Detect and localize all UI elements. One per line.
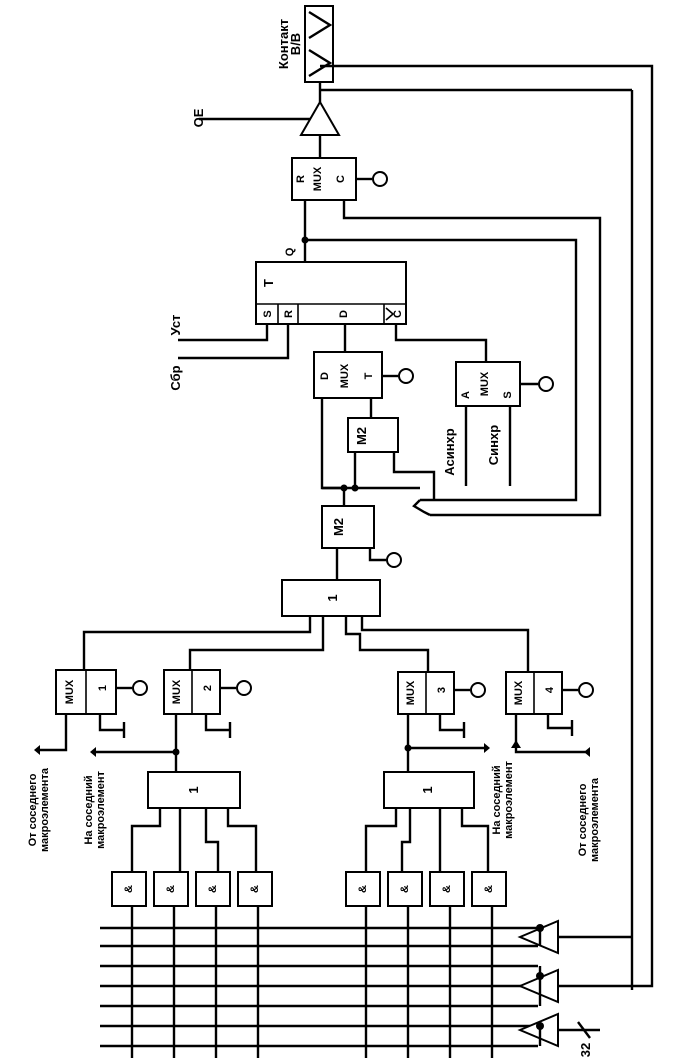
d-mux-name: MUX [339,363,351,388]
and-gate-4: & [249,885,261,893]
d-mux-t: T [363,372,375,379]
or-left-label: 1 [186,786,201,793]
to-neighbor-left-1: На соседний [83,775,95,844]
mux-1: MUX 1 [55,669,148,738]
to-neighbor-right-2: макроэлемент [503,760,515,838]
or-right-label: 1 [420,786,435,793]
mux-3-index: 3 [436,687,448,693]
io-label: В/В [288,33,303,55]
interconnect-matrix [100,926,538,1048]
xor-upper: M2 [347,417,399,453]
mux-2: MUX 2 [163,669,252,738]
ust-label: Уст [168,315,183,336]
mux-2-name: MUX [171,679,183,704]
asinhr-label: Асинхр [442,428,457,476]
mux-3-name: MUX [405,680,417,705]
output-mux-r: R [295,175,307,183]
or-main-label: 1 [325,594,340,601]
or-main: 1 [281,579,381,617]
from-neighbor-left-1: От соседнего [27,773,39,846]
mux-1-name: MUX [64,679,76,704]
to-neighbor-left-2: макроэлемент [95,770,107,848]
and-gate-8: & [483,885,495,893]
mux-1-index: 1 [97,685,109,691]
trigger-d: D [338,310,350,318]
xor-lower-label: M2 [331,518,346,536]
and-gate-row: & & & & & & & & [111,871,507,907]
and-gate-6: & [399,885,411,893]
input-buffer-3 [517,1012,600,1048]
and-gate-5: & [357,885,369,893]
mux-4: MUX 4 [505,671,594,736]
clock-mux-a: A [460,391,472,399]
clock-mux-s: S [502,391,514,398]
input-buffer-2 [320,64,654,1006]
d-mux-d: D [319,372,331,380]
or-right: 1 [383,771,475,809]
and-gate-7: & [441,885,453,893]
xor-lower: M2 [321,505,402,568]
sbr-label: Сбр [168,365,183,390]
clock-mux-name: MUX [479,371,491,396]
and-gate-3: & [207,885,219,893]
io-pad [304,5,334,83]
d-mux: D MUX T [313,351,414,399]
mux-2-index: 2 [202,685,214,691]
input-buffer-1 [517,919,632,955]
oe-label: OE [191,108,206,127]
from-neighbor-right-1: От соседнего [577,783,589,856]
xor-upper-label: M2 [354,427,369,445]
mux-4-index: 4 [544,686,556,693]
from-neighbor-left-2: макроэлемента [39,767,51,852]
trigger-t: T [261,279,276,287]
trigger-s: S [262,310,274,317]
trigger-block: T S R D C [255,261,407,325]
to-neighbor-right-1: На соседний [491,765,503,834]
clock-mux: A MUX S [455,361,554,486]
from-neighbor-right-2: макроэлемента [589,777,601,862]
mux-4-name: MUX [513,680,525,705]
output-buffer [199,82,341,158]
trigger-r: R [283,310,295,318]
or-left: 1 [147,771,241,809]
sinhr-label: Синхр [486,425,501,465]
bus-width-label: 32 [578,1043,593,1057]
mux-3: MUX 3 [397,671,486,738]
output-mux-c: C [335,175,347,183]
contact-label: Контакт [276,19,291,69]
and-gate-1: & [123,885,135,893]
output-mux: R MUX C [291,157,388,201]
q-label: Q [284,247,296,256]
trigger-c: C [392,310,404,318]
output-mux-name: MUX [312,166,324,191]
and-gate-2: & [165,885,177,893]
